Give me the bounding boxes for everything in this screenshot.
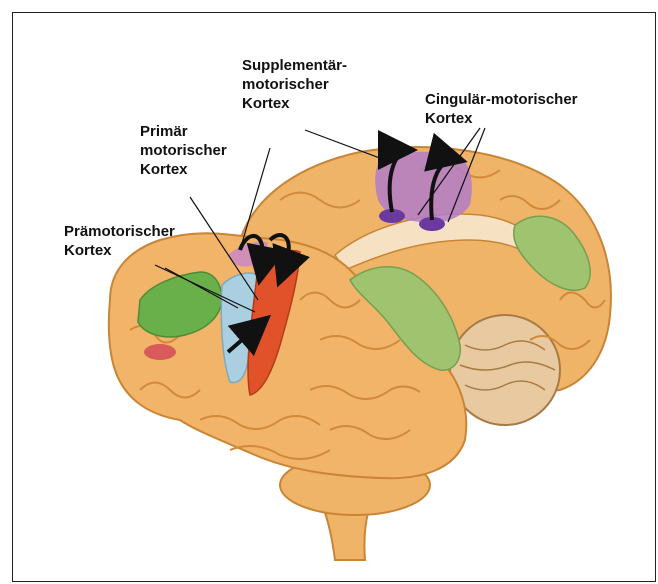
label-primary-motor-cortex: Primär motorischer Kortex [140,122,227,179]
label-cingulate-motor-cortex: Cingulär-motorischer Kortex [425,90,578,128]
label-premotor-cortex: Prämotorischer Kortex [64,222,175,260]
cerebellum [450,315,560,425]
label-supplementary-motor-cortex: Supplementär- motorischer Kortex [242,56,347,113]
broca-area [144,344,176,360]
